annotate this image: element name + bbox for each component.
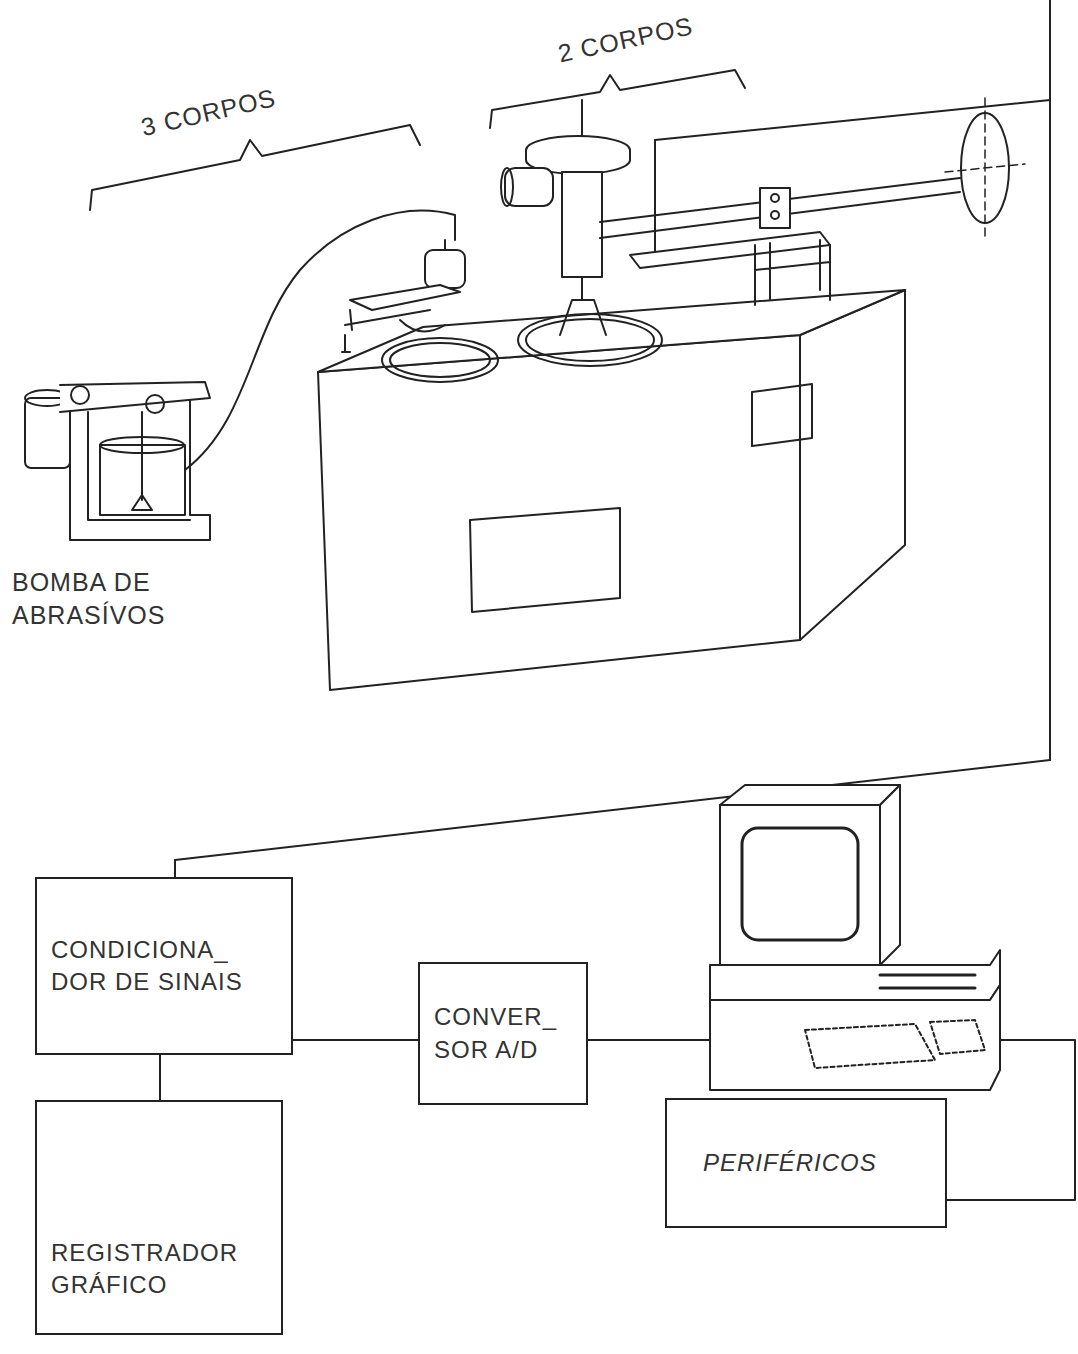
motor [444,240,446,250]
pivot [771,194,779,202]
data-wire [588,1039,710,1041]
block-label: CONDICIONA_ DOR DE SINAIS [51,934,281,999]
pulley [71,386,89,404]
block-label: PERIFÉRICOS [703,1147,935,1179]
system-unit [710,950,1000,1000]
shaft [581,277,583,300]
disk-2-bodies [518,314,662,366]
support [755,240,830,305]
keyboard [710,985,1000,1090]
support [630,232,830,268]
block-box: CONVER_ SOR A/D [418,962,588,1105]
panel-edge [1049,0,1051,760]
block-label: CONVER_ SOR A/D [434,1001,576,1066]
machine-panel [470,508,620,612]
monitor [720,805,880,965]
pump-frame [60,382,210,412]
keys [930,1020,985,1054]
monitor [880,785,900,965]
disk-2-bodies [526,319,654,361]
group-label: 2 CORPOS [555,0,757,70]
keys [805,1024,935,1068]
pulley [146,395,164,413]
feed-hose [185,211,455,470]
panel-edge [175,760,1050,860]
block-label: REGISTRADOR GRÁFICO [51,1237,271,1302]
nozzle [400,320,445,331]
motor [425,250,465,288]
machine-panel [752,384,812,446]
signal-wire [293,1039,418,1041]
stirrer [132,412,152,510]
drive-slot [880,975,975,988]
part-label: BOMBA DE ABRASÍVOS [12,566,202,631]
data-wire [947,1040,1075,1200]
shaft [581,100,583,140]
signal-wire [174,860,176,877]
block-box: PERIFÉRICOS [665,1098,947,1228]
group-label: 3 CORPOS [138,67,340,144]
bracket [90,125,420,210]
axis [945,98,1025,240]
sensor [501,168,513,206]
machine-front [318,335,800,690]
pump-frame [70,400,210,540]
pivot [771,211,779,219]
machine-side [800,290,905,640]
screen [742,828,858,940]
bracket [490,70,745,128]
lever-arm [350,285,460,310]
pin-holder [560,300,606,335]
disk-3-bodies [382,338,498,382]
block-box: CONDICIONA_ DOR DE SINAIS [35,877,293,1055]
panel-edge [654,140,656,262]
block-box: REGISTRADOR GRÁFICO [35,1100,283,1335]
disk-3-bodies [390,343,490,377]
pivot [760,188,790,228]
signal-wire [159,1055,161,1100]
column [562,172,602,277]
monitor [720,785,900,805]
